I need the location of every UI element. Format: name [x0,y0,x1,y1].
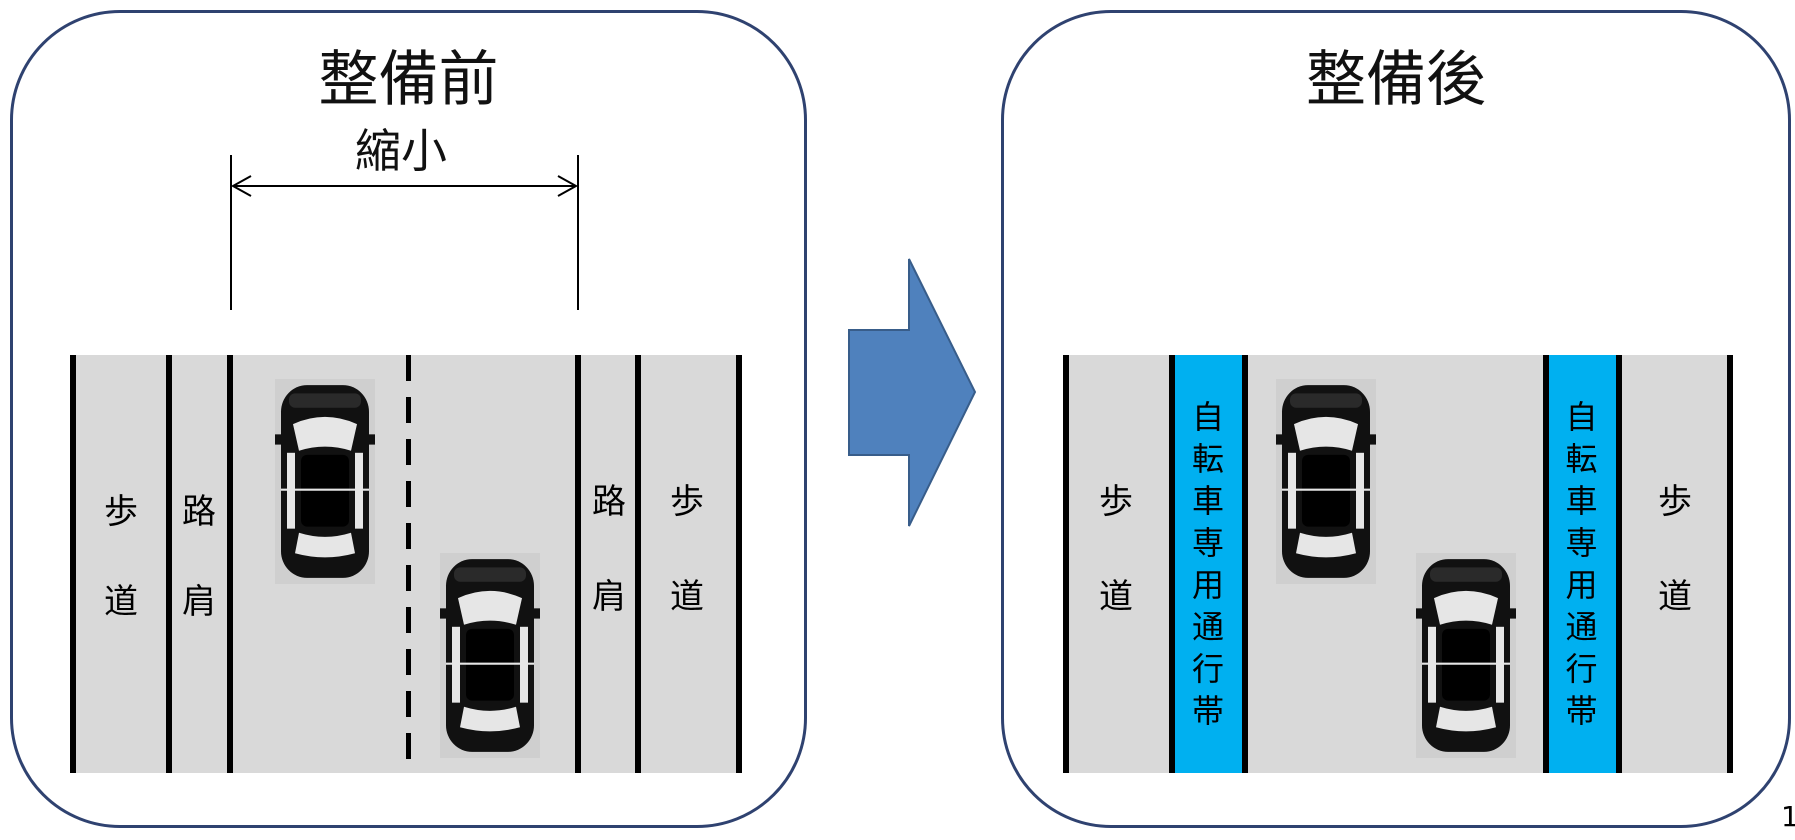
road-after: 自 転 車 専 用 通 行 帯 自 転 車 専 用 通 行 帯 歩 道 歩 道 [1063,355,1733,773]
lane-line [227,355,233,773]
lane-line [1543,355,1549,773]
bike-lane-char: 車 [1191,482,1224,520]
narrow-label: 縮小 [355,124,447,178]
after-title: 整備後 [1306,45,1486,115]
bike-lane-char: 行 [1191,650,1224,688]
bike-lane-char: 転 [1565,440,1598,478]
bike-lane-char: 用 [1565,566,1598,604]
bike-lane-char: 専 [1565,524,1598,562]
right-arrow-icon [848,258,977,527]
lane-line [1616,355,1622,773]
bike-lane-left: 自 転 車 専 用 通 行 帯 [1172,355,1244,773]
sidewalk-left-label-1: 歩 [104,492,138,532]
center-dashed-line [406,355,411,773]
bike-lane-char: 自 [1191,398,1224,436]
lane-line [1169,355,1175,773]
sidewalk-right-label-1: 歩 [670,482,704,522]
car-icon [440,553,540,758]
lane-line [1242,355,1248,773]
lane-line [575,355,581,773]
road-before: 歩 道 路 肩 路 肩 歩 道 [70,355,742,773]
bike-lane-char: 帯 [1191,692,1224,730]
bike-lane-char: 行 [1565,650,1598,688]
bike-lane-char: 専 [1191,524,1224,562]
sidewalk-left-label-2: 道 [104,582,138,622]
sidewalk-right-label-2: 道 [670,577,704,617]
shoulder-left-label-1: 路 [182,492,216,532]
sidewalk-left-label-2: 道 [1099,577,1133,617]
car-icon [275,379,375,584]
bike-lane-char: 車 [1565,482,1598,520]
bike-lane-right: 自 転 車 専 用 通 行 帯 [1546,355,1617,773]
before-title: 整備前 [318,45,499,115]
sidewalk-right-label-2: 道 [1658,577,1692,617]
page-number: 1 [1781,800,1795,833]
car-icon [1416,553,1516,758]
car-icon [1276,379,1376,584]
bike-lane-char: 用 [1191,566,1224,604]
bike-lane-char: 自 [1565,398,1598,436]
lane-line [1727,355,1733,773]
shoulder-left-label-2: 肩 [182,582,216,622]
bike-lane-char: 転 [1191,440,1224,478]
bike-lane-char: 通 [1565,608,1598,646]
sidewalk-right-label-1: 歩 [1658,482,1692,522]
sidewalk-left-label-1: 歩 [1099,482,1133,522]
lane-line [635,355,641,773]
bike-lane-char: 通 [1191,608,1224,646]
lane-line [1063,355,1069,773]
lane-line [166,355,172,773]
shoulder-right-label-2: 肩 [592,577,626,617]
width-dimension-arrow [230,155,579,310]
shoulder-right-label-1: 路 [592,482,626,522]
lane-line [736,355,742,773]
bike-lane-char: 帯 [1565,692,1598,730]
lane-line [70,355,76,773]
